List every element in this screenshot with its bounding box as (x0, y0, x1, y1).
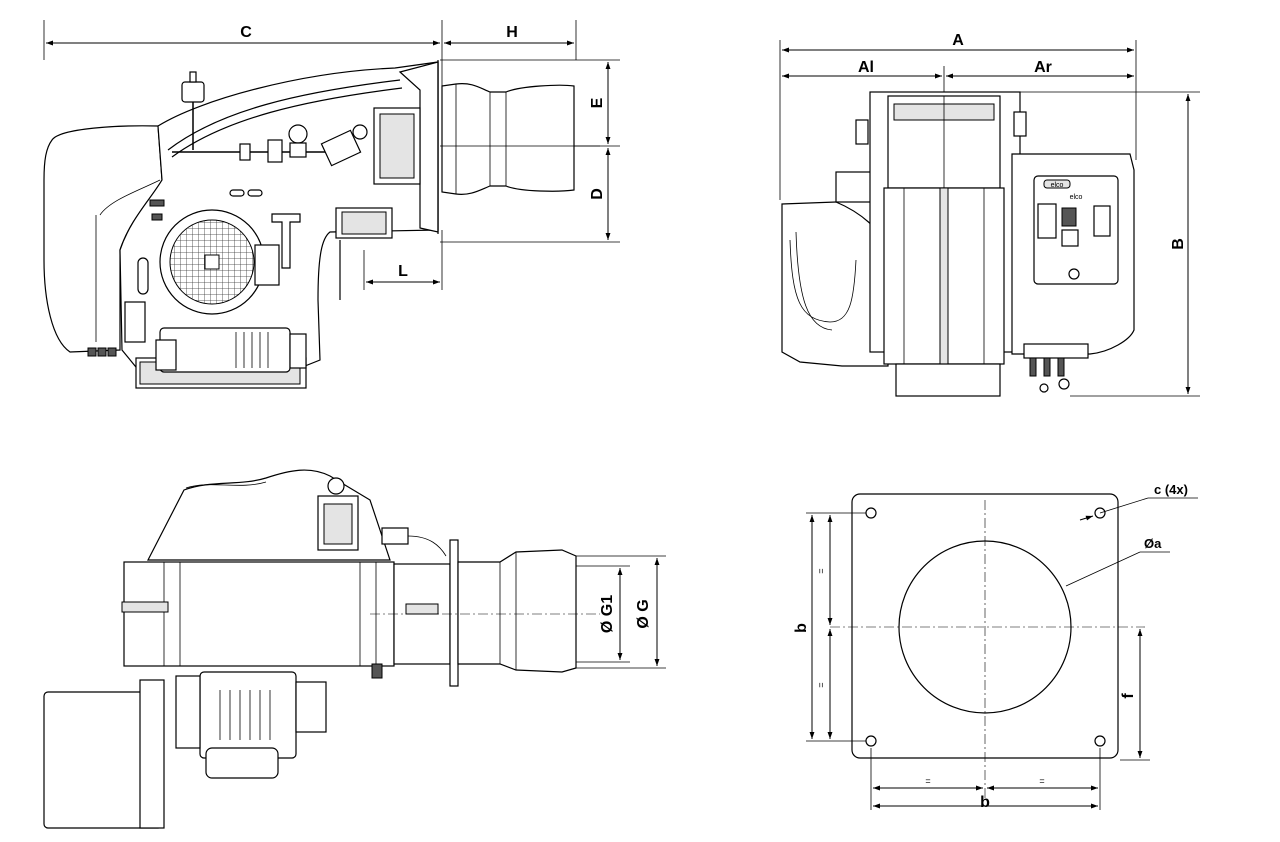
flange-view: c (4x) Øa b = = f (793, 482, 1198, 811)
brand-logo-panel: elco (1070, 194, 1083, 201)
burner-side-body (43, 60, 600, 389)
dim-b-vertical-label: b (793, 623, 810, 633)
dim-L-label: L (398, 263, 408, 280)
burner-front-body: elco elco (781, 91, 1135, 397)
side-view: C H E D L (43, 20, 620, 389)
dim-E-label: E (589, 97, 606, 108)
dimension-b-horizontal: b = = (870, 748, 1101, 811)
front-view: A Al Ar B (779, 32, 1200, 397)
dim-C-label: C (240, 24, 252, 41)
dim-D-label: D (589, 188, 606, 200)
dim-a-label: Øa (1144, 536, 1162, 551)
dimension-b-vertical: b = = (793, 512, 866, 742)
dim-B-label: B (1170, 238, 1187, 250)
dimension-a: Øa (1065, 536, 1170, 587)
dim-G1-label: Ø G1 (599, 595, 616, 633)
dim-A-label: A (952, 32, 964, 49)
dim-G-label: Ø G (635, 599, 652, 628)
dim-Ar-label: Ar (1034, 59, 1052, 76)
dim-Al-label: Al (858, 59, 874, 76)
dimension-B: B (1020, 91, 1200, 397)
burner-top-body (43, 469, 600, 829)
bolt-hole-br (1094, 735, 1106, 747)
dim-H-label: H (506, 24, 518, 41)
dimension-H: H (444, 20, 577, 60)
dimension-A: A Al Ar (779, 32, 1137, 200)
dimension-c: c (4x) (1079, 482, 1198, 521)
equal-mark-3: = (925, 776, 930, 786)
bolt-hole-tl (865, 507, 877, 519)
dimension-f: f (1120, 629, 1150, 761)
equal-mark-1: = (816, 568, 826, 573)
dim-b-horizontal-label: b (980, 794, 990, 811)
dimension-C: C (43, 20, 443, 90)
equal-mark-4: = (1039, 776, 1044, 786)
top-view: Ø G1 Ø G (43, 469, 666, 829)
dimension-L: L (363, 230, 443, 290)
dim-c-label: c (4x) (1154, 482, 1188, 497)
equal-mark-2: = (816, 682, 826, 687)
brand-logo-top: elco (1051, 182, 1064, 189)
dimension-G: Ø G1 Ø G (568, 555, 666, 669)
bolt-hole-bl (865, 735, 877, 747)
dim-f-label: f (1120, 693, 1137, 699)
